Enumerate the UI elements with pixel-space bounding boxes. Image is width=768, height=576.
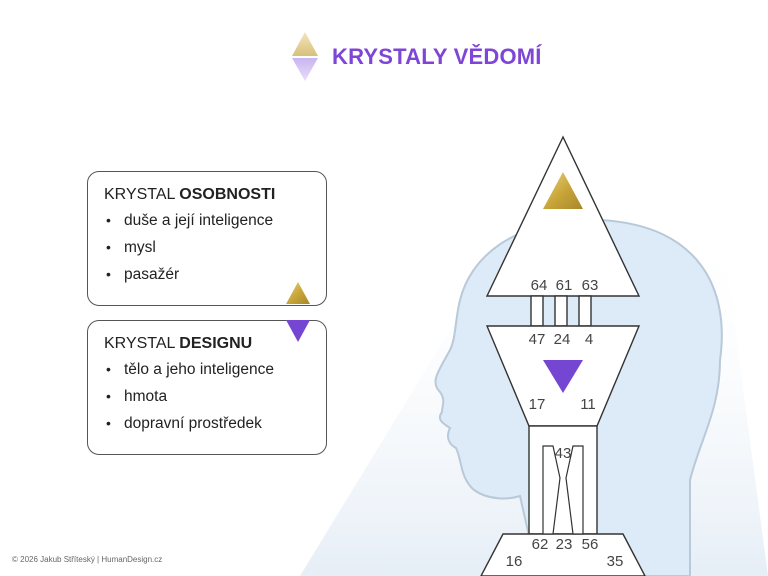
- personality-card-title: KRYSTAL OSOBNOSTI: [104, 186, 310, 204]
- throat-channels: [542, 445, 584, 535]
- personality-crystal-card: KRYSTAL OSOBNOSTI • duše a její inteligen…: [87, 171, 327, 306]
- gate-16: 16: [506, 553, 523, 570]
- channel-64-47: [530, 295, 544, 327]
- gate-17: 17: [529, 396, 546, 413]
- channel-61-24: [554, 295, 568, 327]
- gate-11: 11: [580, 396, 596, 413]
- bullet: •: [106, 361, 111, 377]
- design-title-prefix: KRYSTAL: [104, 335, 180, 352]
- list-item: • hmota: [104, 388, 310, 406]
- gate-47: 47: [529, 331, 546, 348]
- bullet: •: [106, 415, 111, 431]
- gate-61: 61: [556, 277, 573, 294]
- channel-43-23-right: [565, 445, 584, 535]
- crystal-double-triangle-icon: [292, 32, 318, 81]
- personality-title-prefix: KRYSTAL: [104, 186, 180, 203]
- gate-63: 63: [582, 277, 599, 294]
- purple-triangle-down-icon: [286, 320, 310, 342]
- list-item-text: dopravní prostředek: [124, 415, 262, 432]
- gate-43: 43: [555, 445, 572, 462]
- bullet: •: [106, 266, 111, 282]
- gate-35: 35: [607, 553, 624, 570]
- list-item-text: mysl: [124, 239, 156, 256]
- list-item-text: tělo a jeho inteligence: [124, 361, 274, 378]
- design-card-title: KRYSTAL DESIGNU: [104, 335, 310, 353]
- page-title: KRYSTALY VĚDOMÍ: [332, 44, 542, 69]
- gate-62: 62: [532, 536, 549, 553]
- list-item: • mysl: [104, 239, 310, 257]
- gold-triangle-up-icon: [286, 282, 310, 304]
- bullet: •: [106, 239, 111, 255]
- gold-crystal-icon: [543, 172, 583, 209]
- gate-24: 24: [554, 331, 571, 348]
- bodygraph-structure: [480, 135, 646, 576]
- bullet: •: [106, 388, 111, 404]
- design-crystal-card: KRYSTAL DESIGNU • tělo a jeho inteligence…: [87, 320, 327, 455]
- list-item: • tělo a jeho inteligence: [104, 361, 310, 379]
- bullet: •: [106, 212, 111, 228]
- copyright-footer: © 2026 Jakub Stříteský | HumanDesign.cz: [12, 555, 163, 564]
- purple-crystal-icon: [543, 360, 583, 393]
- channel-63-4: [578, 295, 592, 327]
- design-list: • tělo a jeho inteligence • hmota • dopravn…: [104, 361, 310, 433]
- list-item-text: hmota: [124, 388, 168, 405]
- list-item-text: duše a její inteligence: [124, 212, 274, 229]
- gate-64: 64: [531, 277, 548, 294]
- list-item: • dopravní prostředek: [104, 415, 310, 433]
- list-item: • duše a její inteligence: [104, 212, 310, 230]
- list-item: • pasažér: [104, 266, 310, 284]
- gate-4: 4: [585, 331, 593, 348]
- personality-list: • duše a její inteligence • mysl • pasažér: [104, 212, 310, 284]
- gate-23: 23: [556, 536, 573, 553]
- card-triangles: [286, 282, 310, 342]
- gate-56: 56: [582, 536, 599, 553]
- channel-43-23-left: [542, 445, 561, 535]
- throat-neck: [528, 425, 598, 535]
- design-title-bold: DESIGNU: [179, 335, 253, 352]
- list-item-text: pasažér: [124, 266, 180, 283]
- personality-title-bold: OSOBNOSTI: [179, 186, 276, 203]
